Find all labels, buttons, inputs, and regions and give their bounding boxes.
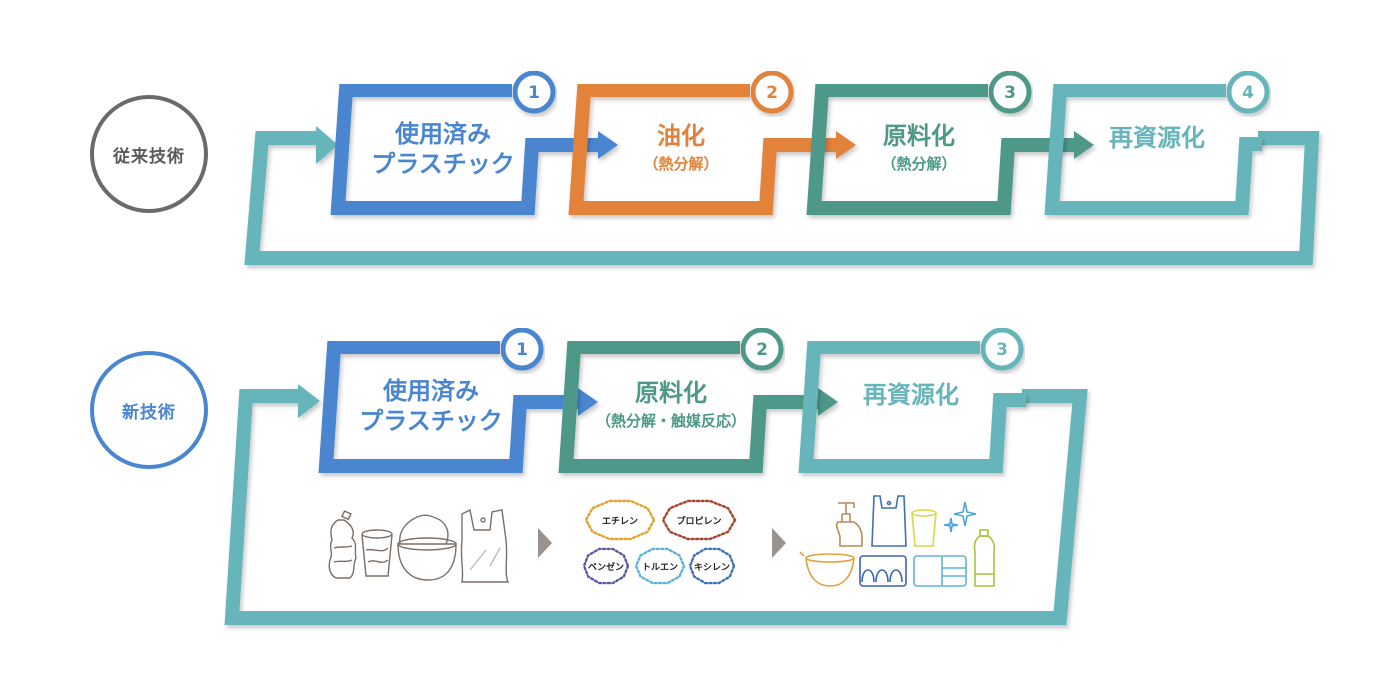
arrow-head-icon (1074, 131, 1094, 159)
new-step-1 (318, 340, 598, 473)
sparkle-icon (943, 501, 977, 533)
return-loop-new (224, 384, 1088, 625)
conventional-step-2-badge: 2 (750, 70, 794, 114)
step-title-line2: プラスチック (359, 407, 503, 435)
step-title-line2: プラスチック (371, 150, 515, 178)
chemical-name: エチレン (602, 516, 638, 527)
arrow-head-icon (578, 388, 598, 416)
chemical-name: トルエン (642, 562, 678, 573)
step-number: 2 (756, 340, 768, 360)
return-loop-conventional (244, 126, 1320, 265)
new-tech-row (224, 340, 1088, 625)
crushed-cup-icon (361, 529, 393, 577)
arrow-head-icon (836, 131, 856, 159)
new_tech-step-3-badge: 3 (980, 327, 1024, 371)
chemical-cloud: エチレン (584, 499, 656, 541)
conventional-step-1 (330, 83, 618, 215)
step-subtitle: （熱分解） (643, 155, 718, 173)
step-title: 再資源化 (1109, 124, 1205, 152)
process-arrow-1-icon (538, 528, 552, 558)
step-number: 1 (528, 83, 540, 103)
arrow-head-icon (818, 388, 838, 416)
crushed-bottle-icon (328, 510, 357, 579)
conventional-step-1-badge: 1 (512, 70, 556, 114)
conventional-step-3-badge: 3 (988, 70, 1032, 114)
cloud-outline (582, 547, 630, 585)
step-labels: 使用済みプラスチック油化（熱分解）原料化（熱分解）再資源化使用済みプラスチック原… (359, 120, 1205, 435)
chemical-cloud: キシレン (688, 547, 736, 585)
bowl-icon (799, 551, 855, 587)
conventional-step-4-badge: 4 (1226, 70, 1270, 114)
conventional-step-4-label: 再資源化 (1109, 124, 1205, 152)
arrow-head-icon (298, 384, 320, 418)
chemical-cloud: トルエン (634, 547, 686, 585)
step-title: 使用済み (394, 120, 491, 148)
new_tech-step-1-badge: 1 (500, 327, 544, 371)
conventional-row (244, 83, 1320, 265)
arrow-head-icon (316, 126, 338, 164)
chemical-cloud: ベンゼン (582, 547, 630, 585)
plastic-bag-icon (460, 508, 510, 583)
bowl-with-lid-icon (397, 514, 457, 581)
product-illustrations (799, 495, 996, 587)
new-step-3 (798, 340, 1026, 473)
cloud-outline (634, 547, 686, 585)
step-number: 4 (1242, 83, 1254, 103)
cloud-outline (661, 499, 737, 541)
step-number: 3 (1004, 83, 1016, 103)
new-step-2 (558, 340, 838, 473)
chemical-name: キシレン (694, 562, 730, 573)
conventional-step-3 (806, 83, 1094, 215)
new_tech-step-2-badge: 2 (740, 327, 784, 371)
step-subtitle: （熱分解） (881, 155, 956, 173)
step-subtitle: （熱分解・触媒反応） (596, 412, 746, 430)
arrow-head-icon (598, 131, 618, 159)
step-number: 3 (996, 340, 1008, 360)
egg-carton-icon (859, 555, 907, 587)
step-title: 原料化 (635, 379, 707, 407)
step-title: 油化 (657, 122, 705, 150)
chemical-name: プロピレン (676, 515, 721, 527)
process-arrow-2-icon (772, 528, 786, 558)
shopping-bag-icon (871, 495, 907, 547)
bento-box-icon (913, 555, 967, 587)
pump-bottle-icon (835, 502, 863, 547)
waste-illustrations (328, 508, 510, 583)
step-title: 原料化 (883, 122, 955, 150)
new_tech-step-3-label: 再資源化 (863, 381, 959, 409)
conventional-step-2-label: 油化 （熱分解） (643, 122, 718, 173)
step-title: 使用済み (382, 377, 479, 405)
step-number: 2 (766, 83, 778, 103)
step-number: 1 (516, 340, 528, 360)
new-tech-label: 新技術 (90, 351, 208, 469)
conventional-step-3-label: 原料化 （熱分解） (881, 122, 956, 173)
conventional-step-2 (568, 83, 856, 215)
chemical-name: ベンゼン (588, 561, 624, 573)
new_tech-step-2-label: 原料化 （熱分解・触媒反応） (596, 379, 746, 430)
chemical-cloud: プロピレン (661, 499, 737, 541)
conventional-tech-label: 従来技術 (90, 95, 208, 213)
cloud-outline (688, 547, 736, 585)
step-title: 再資源化 (863, 381, 959, 409)
conventional-step-4 (1044, 83, 1262, 215)
pet-bottle-icon (973, 529, 996, 587)
cloud-outline (584, 499, 656, 541)
cup-icon (911, 509, 937, 547)
